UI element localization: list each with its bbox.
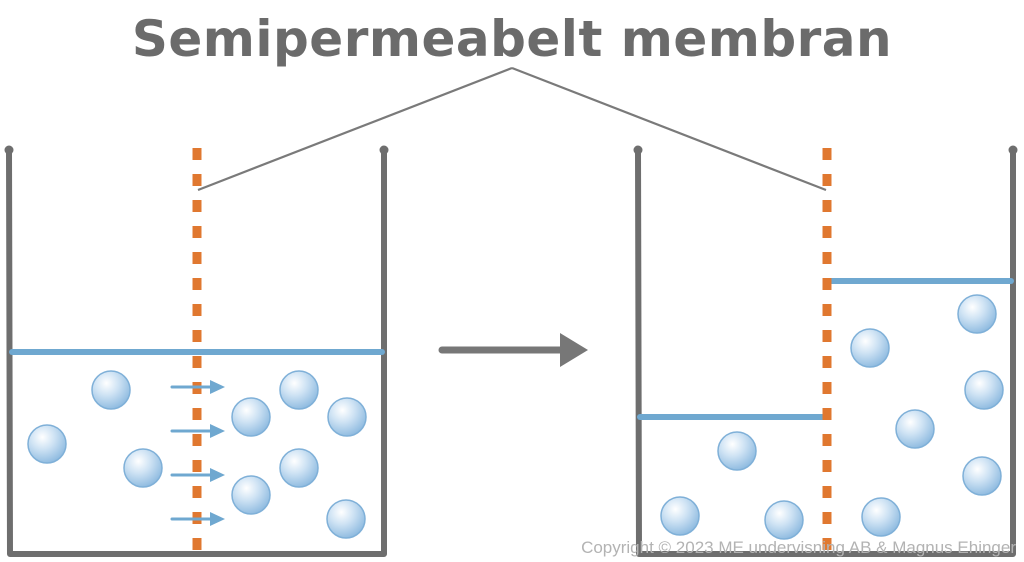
beaker-before-rim-right — [379, 145, 389, 155]
particle — [279, 370, 319, 410]
particle — [764, 500, 804, 540]
particle — [964, 370, 1004, 410]
flow-arrows — [170, 380, 225, 526]
pointer-line-left — [197, 66, 513, 192]
particle — [895, 409, 935, 449]
right-arrow-icon — [170, 512, 225, 526]
beaker-before — [4, 145, 389, 557]
particle — [957, 294, 997, 334]
particle — [717, 431, 757, 471]
diagram-title: Semipermeabelt membran — [132, 10, 892, 68]
beaker-before-rim-left — [4, 145, 14, 155]
particle — [660, 496, 700, 536]
particle — [231, 475, 271, 515]
right-arrow-icon — [170, 380, 225, 394]
particle — [850, 328, 890, 368]
particle — [27, 424, 67, 464]
right-arrow-icon — [438, 333, 588, 367]
particle — [91, 370, 131, 410]
beaker-after-rim-right — [1008, 145, 1018, 155]
particle — [861, 497, 901, 537]
particle — [231, 397, 271, 437]
particle — [962, 456, 1002, 496]
pointer-line-right — [511, 66, 827, 192]
beaker-after — [633, 145, 1018, 557]
right-arrow-icon — [170, 424, 225, 438]
particles-after — [660, 294, 1004, 540]
copyright-notice: Copyright © 2023 ME undervisning AB & Ma… — [581, 538, 1016, 557]
beaker-after-rim-left — [633, 145, 643, 155]
particle — [123, 448, 163, 488]
particle — [279, 448, 319, 488]
right-arrow-icon — [170, 468, 225, 482]
particles-before — [27, 370, 367, 539]
particle — [326, 499, 366, 539]
particle — [327, 397, 367, 437]
beaker-after-outline — [635, 147, 1016, 557]
pointer-lines — [197, 66, 827, 192]
